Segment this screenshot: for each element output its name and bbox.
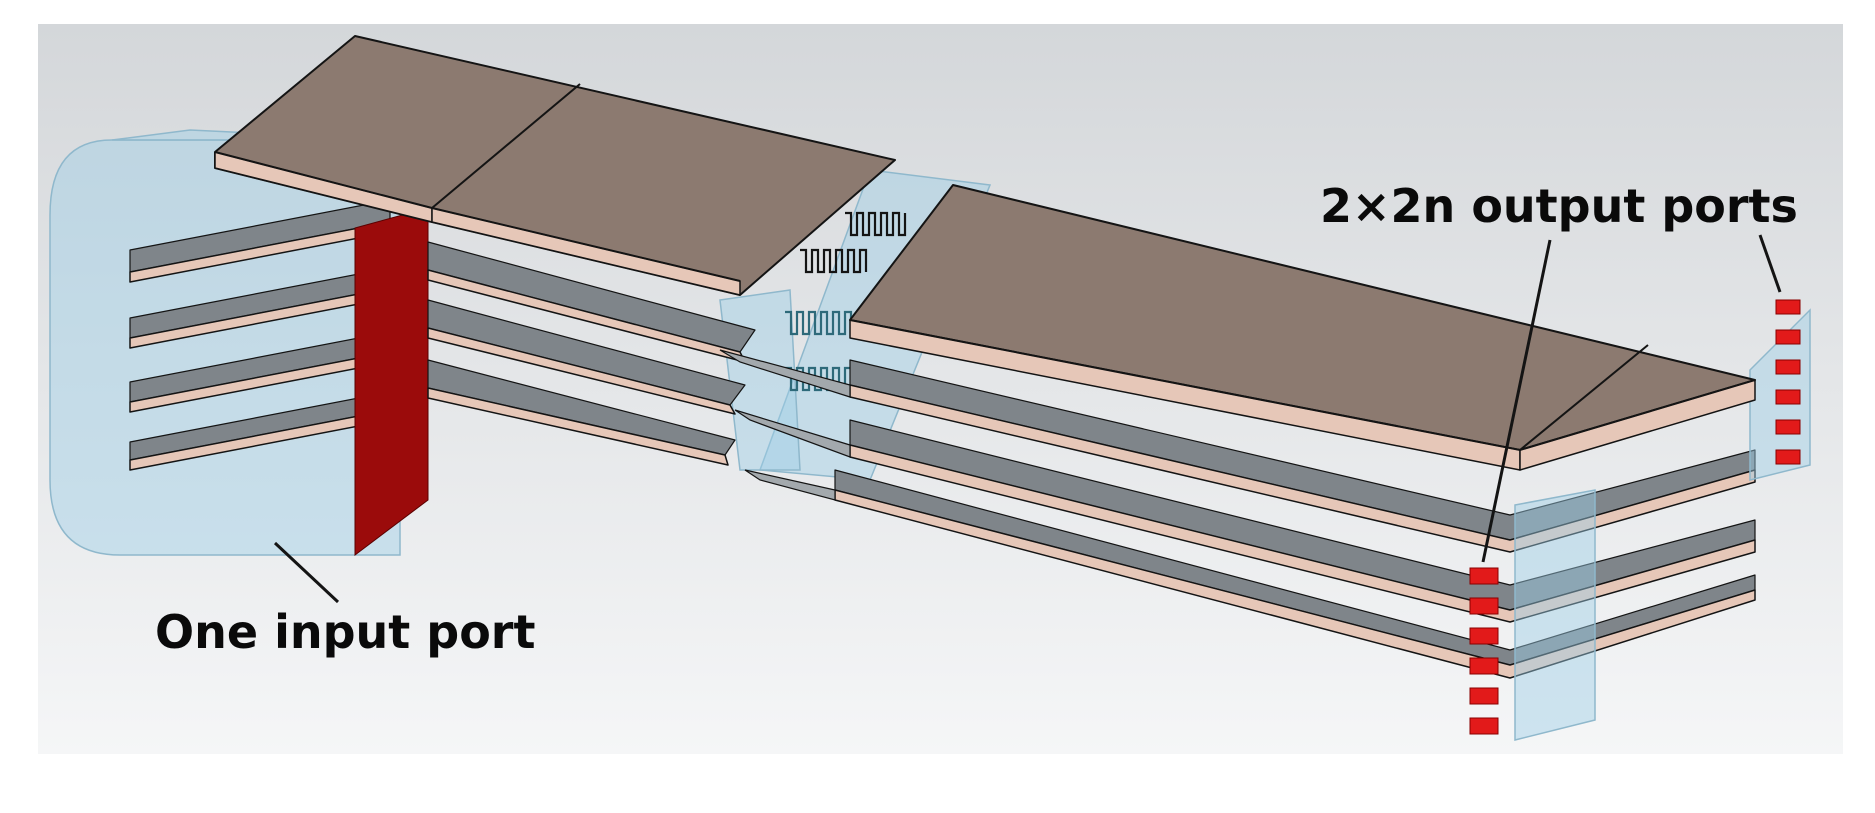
output-leader-line-front [1481,239,1552,563]
output-ports-label: 2×2n output ports [1320,179,1798,233]
output-port [1469,717,1499,735]
input-leader-line [273,541,340,604]
output-port [1775,359,1801,375]
left-lower-layers [427,241,756,466]
output-port [1775,449,1801,465]
output-leader-line-back [1758,234,1782,293]
right-lower-layers [719,349,1756,679]
output-ports-front [1469,567,1499,735]
output-ports-back [1775,299,1801,465]
right-top-plate [849,184,1756,471]
output-port [1469,567,1499,585]
input-port [354,207,429,557]
output-port [1775,389,1801,405]
output-port [1469,657,1499,675]
output-port [1469,597,1499,615]
output-port [1469,627,1499,645]
output-port [1775,419,1801,435]
left-top-plate [214,35,896,296]
output-port [1469,687,1499,705]
input-port-label: One input port [155,605,535,659]
output-port [1775,299,1801,315]
input-plate-stack [129,199,391,471]
output-port [1775,329,1801,345]
